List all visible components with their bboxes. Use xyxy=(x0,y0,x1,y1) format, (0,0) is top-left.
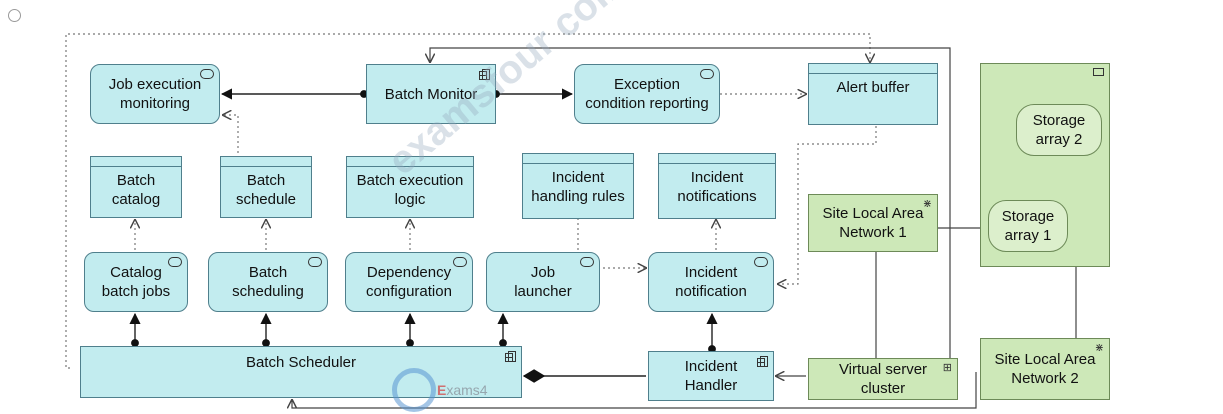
alert-buffer-label: Alert buffer xyxy=(836,79,910,96)
site-lan-2-network[interactable]: Site Local Area Network 2 ⋇ xyxy=(980,338,1110,400)
incident-handling-rules-object[interactable]: Incident handling rules xyxy=(522,153,634,219)
incident-handling-rules-label: Incident handling rules xyxy=(531,169,625,205)
network-icon: ⋇ xyxy=(922,198,932,210)
job-launcher-label: Job launcher xyxy=(514,264,572,300)
batch-schedule-label: Batch schedule xyxy=(235,172,297,208)
batch-scheduler-label: Batch Scheduler xyxy=(245,354,357,371)
batch-schedule-object[interactable]: Batch schedule xyxy=(220,156,312,218)
storage-array-1-label: Storage array 1 xyxy=(1001,208,1055,244)
device-icon xyxy=(1093,68,1104,76)
serving-links xyxy=(129,88,718,353)
service-icon xyxy=(308,257,322,267)
site-lan-2-label: Site Local Area Network 2 xyxy=(994,351,1096,387)
virtual-server-cluster-node[interactable]: Virtual server cluster ⊞ xyxy=(808,358,958,400)
batch-monitor-label: Batch Monitor xyxy=(384,85,478,103)
component-icon xyxy=(757,356,768,367)
network-icon: ⋇ xyxy=(1094,342,1104,354)
batch-scheduling-label: Batch scheduling xyxy=(232,264,304,300)
job-launcher-service[interactable]: Job launcher xyxy=(486,252,600,312)
batch-execution-logic-label: Batch execution logic xyxy=(356,172,464,208)
watermark-logo xyxy=(392,368,436,412)
storage-array-1-device[interactable]: Storage array 1 xyxy=(988,200,1068,252)
service-icon xyxy=(168,257,182,267)
incident-handler-component[interactable]: Incident Handler xyxy=(648,351,774,401)
incident-notification-label: Incident notification xyxy=(675,264,747,300)
service-icon xyxy=(754,257,768,267)
virtual-server-cluster-label: Virtual server cluster xyxy=(838,361,928,397)
dependency-configuration-label: Dependency configuration xyxy=(366,264,452,300)
storage-array-2-device[interactable]: Storage array 2 xyxy=(1016,104,1102,156)
service-icon xyxy=(200,69,214,79)
job-execution-monitoring-service[interactable]: Job execution monitoring xyxy=(90,64,220,124)
batch-monitor-component[interactable]: Batch Monitor xyxy=(366,64,496,124)
batch-catalog-label: Batch catalog xyxy=(111,172,161,208)
incident-handler-label: Incident Handler xyxy=(684,358,738,394)
dependency-configuration-service[interactable]: Dependency configuration xyxy=(345,252,473,312)
batch-scheduler-component[interactable]: Batch Scheduler xyxy=(80,346,522,398)
incident-notification-service[interactable]: Incident notification xyxy=(648,252,774,312)
exception-condition-reporting-label: Exception condition reporting xyxy=(585,76,709,112)
service-icon xyxy=(580,257,594,267)
watermark-logo-text: Exams4 xyxy=(437,382,488,398)
component-icon xyxy=(479,69,490,80)
incident-notifications-object[interactable]: Incident notifications xyxy=(658,153,776,219)
batch-execution-logic-object[interactable]: Batch execution logic xyxy=(346,156,474,218)
job-execution-monitoring-label: Job execution monitoring xyxy=(108,76,202,112)
site-lan-1-network[interactable]: Site Local Area Network 1 ⋇ xyxy=(808,194,938,252)
exception-condition-reporting-service[interactable]: Exception condition reporting xyxy=(574,64,720,124)
access-links xyxy=(65,33,877,369)
batch-scheduling-service[interactable]: Batch scheduling xyxy=(208,252,328,312)
radio-button[interactable] xyxy=(8,9,21,22)
catalog-batch-jobs-label: Catalog batch jobs xyxy=(101,264,171,300)
system-software-icon: ⊞ xyxy=(942,362,952,374)
batch-catalog-object[interactable]: Batch catalog xyxy=(90,156,182,218)
site-lan-1-label: Site Local Area Network 1 xyxy=(822,205,924,241)
incident-notifications-label: Incident notifications xyxy=(677,169,757,205)
service-icon xyxy=(700,69,714,79)
alert-buffer-object[interactable]: Alert buffer xyxy=(808,63,938,125)
storage-array-2-label: Storage array 2 xyxy=(1032,112,1086,148)
service-icon xyxy=(453,257,467,267)
component-icon xyxy=(505,351,516,362)
catalog-batch-jobs-service[interactable]: Catalog batch jobs xyxy=(84,252,188,312)
